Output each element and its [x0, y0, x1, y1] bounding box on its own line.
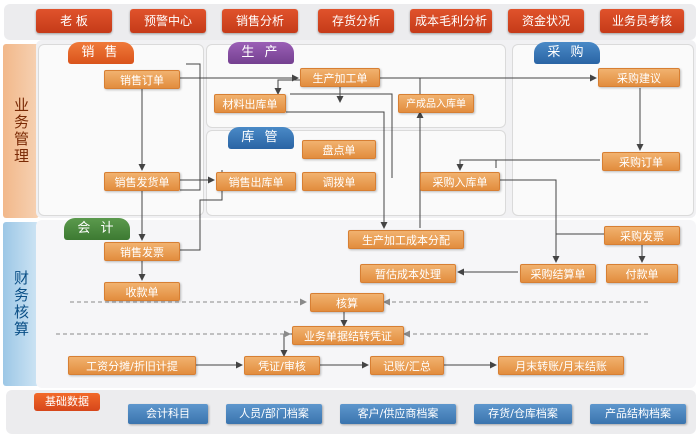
- node-purchase-suggestion[interactable]: 采购建议: [598, 68, 680, 87]
- node-receipt[interactable]: 收款单: [104, 282, 180, 301]
- side-label-business: 业务管理: [3, 44, 39, 218]
- node-production-order[interactable]: 生产加工单: [300, 68, 380, 87]
- inventory-tag: 库 管: [228, 127, 294, 149]
- node-voucher-transfer[interactable]: 业务单据结转凭证: [292, 326, 404, 345]
- basic-product-structure[interactable]: 产品结构档案: [590, 404, 686, 424]
- node-sales-outbound[interactable]: 销售出库单: [216, 172, 296, 191]
- node-sales-order[interactable]: 销售订单: [104, 70, 180, 89]
- sales-tag: 销 售: [68, 42, 134, 64]
- node-purchase-order[interactable]: 采购订单: [602, 152, 680, 171]
- accounting-tag: 会 计: [64, 218, 130, 240]
- node-posting-summary[interactable]: 记账/汇总: [370, 356, 444, 375]
- basic-inventory-warehouse[interactable]: 存货/仓库档案: [474, 404, 572, 424]
- basic-accounting-subjects[interactable]: 会计科目: [128, 404, 208, 424]
- production-tag: 生 产: [228, 42, 294, 64]
- menu-fund-status[interactable]: 资金状况: [508, 9, 584, 33]
- node-wage-depreciation[interactable]: 工资分摊/折旧计提: [68, 356, 196, 375]
- node-purchase-invoice[interactable]: 采购发票: [604, 226, 680, 245]
- purchase-tag: 采 购: [534, 42, 600, 64]
- node-prod-cost-alloc[interactable]: 生产加工成本分配: [348, 230, 464, 249]
- node-product-inbound[interactable]: 产成品入库单: [398, 94, 474, 113]
- node-payment[interactable]: 付款单: [606, 264, 678, 283]
- menu-sales-analysis[interactable]: 销售分析: [222, 9, 298, 33]
- menu-salesman-assessment[interactable]: 业务员考核: [600, 9, 684, 33]
- node-purchase-settlement[interactable]: 采购结算单: [520, 264, 596, 283]
- basic-customer-supplier[interactable]: 客户/供应商档案: [340, 404, 456, 424]
- node-month-end[interactable]: 月末转账/月末结账: [498, 356, 624, 375]
- side-label-finance: 财务核算: [3, 222, 39, 386]
- menu-cost-margin-analysis[interactable]: 成本毛利分析: [410, 9, 492, 33]
- node-material-outbound[interactable]: 材料出库单: [214, 94, 286, 113]
- basic-personnel-department[interactable]: 人员/部门档案: [226, 404, 322, 424]
- menu-alert-center[interactable]: 预警中心: [130, 9, 206, 33]
- basic-data-tag: 基础数据: [34, 393, 100, 411]
- menu-inventory-analysis[interactable]: 存货分析: [318, 9, 394, 33]
- node-purchase-inbound[interactable]: 采购入库单: [420, 172, 500, 191]
- node-stock-count[interactable]: 盘点单: [302, 140, 376, 159]
- node-sales-invoice[interactable]: 销售发票: [104, 242, 180, 261]
- node-voucher-review[interactable]: 凭证/审核: [244, 356, 320, 375]
- menu-boss[interactable]: 老 板: [36, 9, 112, 33]
- node-costing[interactable]: 核算: [310, 293, 384, 312]
- node-transfer[interactable]: 调拨单: [302, 172, 376, 191]
- node-estimated-cost[interactable]: 暂估成本处理: [360, 264, 456, 283]
- node-sales-delivery[interactable]: 销售发货单: [104, 172, 180, 191]
